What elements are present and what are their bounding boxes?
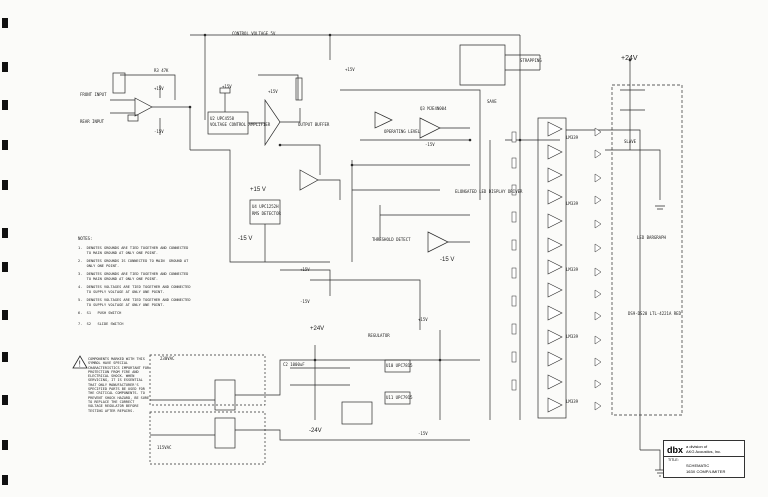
- slave-label: SLAVE: [624, 139, 637, 144]
- ps-plus15-label: +15V: [418, 317, 428, 322]
- slave-plus24-label: +24V: [621, 55, 638, 62]
- vca-ic-label: U2 UPC4558: [210, 116, 235, 121]
- ps-minus15-label: -15V: [418, 431, 428, 436]
- front-input-label: FRONT INPUT: [80, 92, 107, 97]
- low-minus15-label: -15V: [300, 299, 310, 304]
- safety-warning-text: COMPONENTS MARKED WITH THIS SYMBOL HAVE …: [88, 357, 150, 413]
- mid-plus15-label: +15V: [345, 67, 355, 72]
- operating-level-label: OPERATING LEVEL: [384, 129, 421, 134]
- binding-hole: [2, 352, 8, 362]
- r3-label: R3 47K: [154, 68, 169, 73]
- rear-input-label: REAR INPUT: [80, 119, 105, 124]
- q3-label: Q3 MJE4N004: [420, 106, 447, 111]
- comparator-label: LM339: [566, 267, 579, 272]
- comparator-label: LM339: [566, 135, 579, 140]
- control-voltage-label: CONTROL VOLTAGE 5V: [232, 31, 276, 36]
- display-driver-label: ELONGATED LED DISPLAY DRIVER: [455, 189, 523, 194]
- title-divider: [664, 456, 744, 457]
- title-company: AKG Acoustics, Inc.: [686, 449, 722, 454]
- rms-plus15-label: +15 V: [250, 187, 266, 193]
- regulator-label: REGULATOR: [368, 333, 390, 338]
- buffer-plus15-label: +15V: [268, 89, 278, 94]
- binding-hole: [2, 180, 8, 190]
- input-plus15-label: +15V: [154, 86, 164, 91]
- rms-ic-label: U4 UPC1252H: [252, 204, 279, 209]
- save-label: SAVE: [487, 99, 497, 104]
- voltage-230-label: 230VAC: [160, 356, 175, 361]
- led-bargraph-label: LED BARGRAPH: [637, 235, 666, 240]
- binding-hole: [2, 62, 8, 72]
- note-6: 6. S1 PUSH SWITCH: [78, 311, 122, 315]
- reg-ic-label: U10 UPC7815: [386, 363, 413, 368]
- note-4: 4. DENOTES VOLTAGES ARE TIED TOGETHER AN…: [78, 285, 191, 294]
- binding-hole: [2, 262, 8, 272]
- binding-hole: [2, 310, 8, 320]
- low-plus15-label: +15V: [300, 267, 310, 272]
- c2-label: C2 1000uF: [283, 362, 305, 367]
- note-5: 5. DENOTES VOLTAGES ARE TIED TOGETHER AN…: [78, 298, 191, 307]
- mid-minus15-label: -15V: [425, 142, 435, 147]
- warning-icon: [72, 355, 88, 369]
- comparator-label: LM339: [566, 201, 579, 206]
- reg2-ic-label: U11 UPC7915: [386, 395, 413, 400]
- rms-minus15-label: -15 V: [238, 236, 253, 242]
- voltage-115-label: 115VAC: [157, 445, 172, 450]
- svg-text:!: !: [79, 360, 81, 369]
- ps-plus24-label: +24V: [310, 326, 325, 332]
- note-3: 3. DENOTES GROUNDS ARE TIED TOGETHER AND…: [78, 272, 189, 281]
- output-buffer-label: OUTPUT BUFFER: [298, 122, 330, 127]
- binding-hole: [2, 100, 8, 110]
- note-2: 2. DENOTES GROUNDS IS CONNECTED TO MAIN …: [78, 259, 189, 268]
- vca-label: VOLTAGE CONTROL AMPLIFIER: [210, 122, 271, 127]
- ps-minus24-label: -24V: [309, 428, 322, 434]
- binding-hole: [2, 140, 8, 150]
- strapping-label: STRAPPING: [520, 58, 542, 63]
- binding-hole: [2, 18, 8, 28]
- title-schematic: SCHEMATIC: [686, 463, 710, 468]
- binding-hole: [2, 228, 8, 238]
- dbx-logo: dbx: [667, 445, 684, 455]
- vca-plus15-label: +15V: [222, 84, 232, 89]
- input-minus15-label: -15V: [154, 129, 164, 134]
- rms-detector-label: RMS DETECTOR: [252, 211, 281, 216]
- thresh-minus15-label: -15 V: [440, 257, 455, 263]
- title-division: a division of: [686, 444, 708, 449]
- comparator-label: LM339: [566, 334, 579, 339]
- threshold-label: THRESHOLD DETECT: [372, 237, 411, 242]
- title-label: TITLE:: [668, 458, 679, 462]
- title-model: 163X COMP/LIMITER: [686, 469, 726, 474]
- binding-hole: [2, 395, 8, 405]
- note-7: 7. S2 SLIDE SWITCH: [78, 322, 124, 326]
- binding-hole: [2, 440, 8, 450]
- notes-title: NOTES:: [78, 236, 93, 241]
- binding-hole: [2, 475, 8, 485]
- note-1: 1. DENOTES GROUNDS ARE TIED TOGETHER AND…: [78, 246, 189, 255]
- comparator-label: LM339: [566, 399, 579, 404]
- title-block: dbx a division of AKG Acoustics, Inc. TI…: [663, 440, 745, 478]
- ds-led-label: DS9-DS28 LTL-4221A RED: [628, 311, 681, 316]
